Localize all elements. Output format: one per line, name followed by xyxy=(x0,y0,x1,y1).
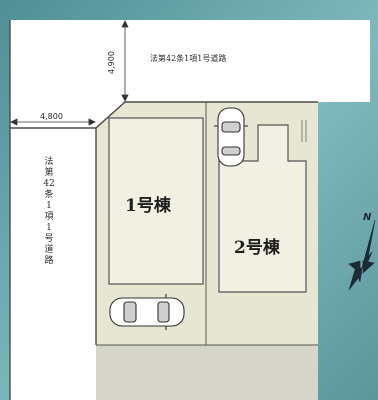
left-road-label: 法第42条1項1号道路 xyxy=(43,157,55,266)
north-arrow-icon xyxy=(348,219,376,291)
building-2-label: 2号棟 xyxy=(234,238,280,258)
building-1-label: 1号棟 xyxy=(125,196,171,216)
top-road-label: 法第42条1項1号道路 xyxy=(150,54,227,63)
bottom-strip xyxy=(96,345,318,400)
car-icon xyxy=(214,107,248,167)
north-label: N xyxy=(363,212,372,223)
road-boundary-lines xyxy=(9,20,318,400)
top-road xyxy=(10,20,370,128)
boundary-marks xyxy=(301,120,307,142)
left-road-width: 4,800 xyxy=(40,112,63,121)
lot-partitions xyxy=(96,102,318,346)
top-road-width: 4,900 xyxy=(106,51,116,74)
car-icon xyxy=(109,294,185,330)
dimension-lines xyxy=(10,20,129,126)
left-road xyxy=(10,100,96,400)
building-2 xyxy=(218,124,307,293)
building-1 xyxy=(108,117,204,285)
